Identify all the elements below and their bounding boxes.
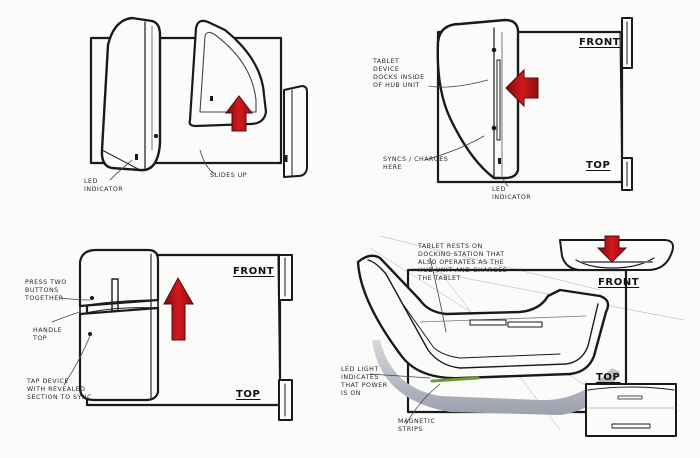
- bl-tap-note: TAP DEVICE WITH REVEALED SECTION TO SYNC: [27, 378, 92, 401]
- tl-hub-outline: [89, 36, 283, 165]
- br-dock-tray: [356, 254, 610, 380]
- tr-docks-note: TABLET DEVICE DOCKS INSIDE OF HUB UNIT: [373, 58, 425, 89]
- bl-press-note: PRESS TWO BUTTONS TOGETHER: [25, 279, 67, 302]
- tl-led-dot: [153, 133, 159, 139]
- tr-top-label: TOP: [586, 160, 611, 171]
- panel-bottom-right: [356, 235, 685, 437]
- br-led-strip: [430, 376, 480, 383]
- bl-lower-part: [78, 306, 160, 402]
- br-magnetic-note: MAGNETIC STRIPS: [398, 418, 436, 433]
- br-slot-1: [469, 319, 507, 326]
- tr-led-note: LED INDICATOR: [492, 186, 532, 201]
- br-red-arrow: [596, 235, 628, 263]
- bl-handle-note: HANDLE TOP: [33, 327, 63, 342]
- br-led-light-note: LED LIGHT INDICATES THAT POWER IS ON: [341, 366, 388, 397]
- tl-led-note: LED INDICATOR: [84, 178, 124, 193]
- tr-red-arrow: [505, 68, 539, 108]
- bl-red-arrow: [163, 276, 194, 341]
- br-tablet-rests-note: TABLET RESTS ON DOCKING STATION THAT ALS…: [418, 243, 508, 282]
- bl-button: [111, 278, 119, 312]
- tr-tablet-body: [436, 18, 520, 180]
- tr-syncs-note: SYNCS / CHARGES HERE: [383, 156, 449, 171]
- panel-top-left: [89, 16, 308, 181]
- bl-upper-part: [78, 248, 160, 308]
- br-side-view: [585, 383, 677, 437]
- panel-bottom-left: [51, 248, 293, 421]
- bl-top-label: TOP: [236, 389, 261, 400]
- tr-front-label: FRONT: [579, 37, 621, 48]
- tl-slides-note: SLIDES UP: [210, 172, 248, 179]
- panel-top-right: [424, 17, 633, 191]
- bl-front-label: FRONT: [233, 266, 275, 277]
- br-top-label: TOP: [596, 372, 621, 383]
- tl-hub-body: [100, 16, 162, 172]
- tr-hub-outline: [436, 30, 624, 184]
- br-shadow: [372, 340, 620, 415]
- br-front-label: FRONT: [598, 277, 640, 288]
- tl-side-dock: [283, 85, 308, 178]
- tl-tablet: [188, 19, 268, 128]
- tl-red-arrow: [224, 95, 254, 132]
- br-slot-2: [507, 321, 543, 328]
